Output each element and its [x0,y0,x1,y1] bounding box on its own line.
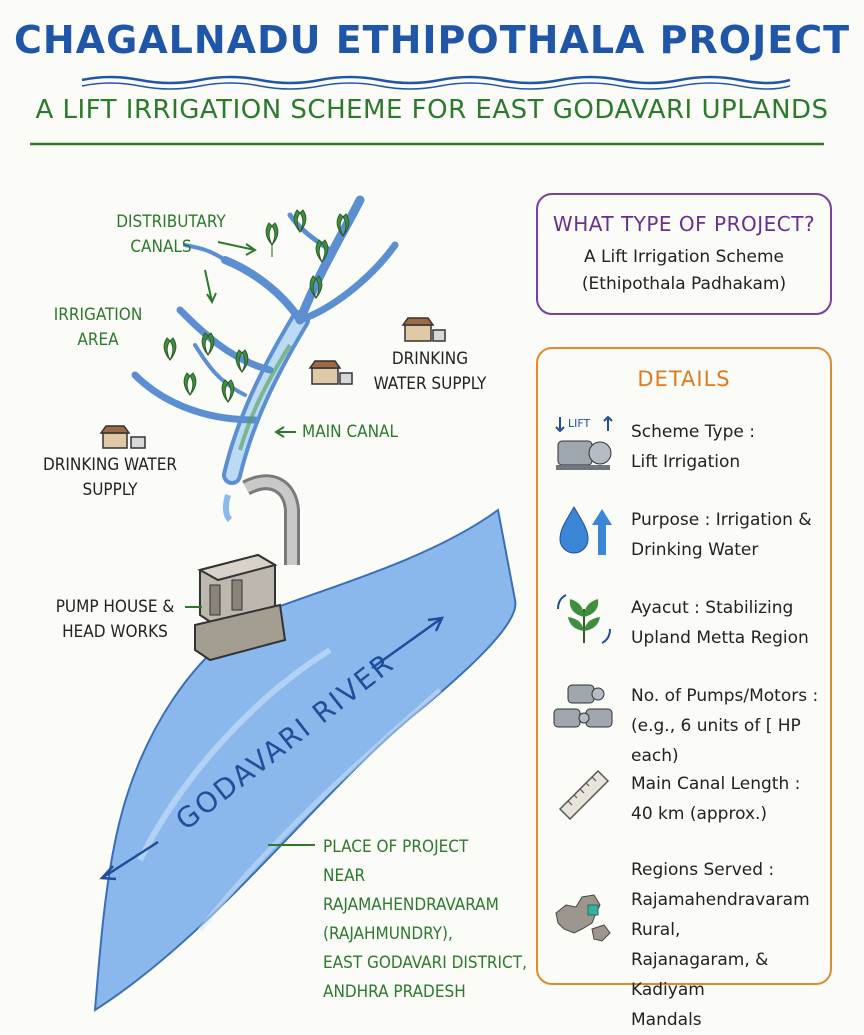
pump-house-line1: PUMP HOUSE & [55,597,175,617]
detail-pumps-line1: No. of Pumps/Motors : [631,686,819,706]
lift-tag: LIFT [568,417,591,430]
place-line4: EAST GODAVARI DISTRICT, [323,953,527,973]
place-line2: NEAR RAJAMAHENDRAVARAM [323,866,499,915]
drinking-left-line1: DRINKING WATER [43,455,177,475]
crop-plants-icon [163,209,350,403]
place-line5: ANDHRA PRADESH [323,982,466,1002]
place-line3: (RAJAHMUNDRY), [323,924,453,944]
irrigation-label-line1: IRRIGATION [53,305,143,325]
detail-scheme-line2: Lift Irrigation [631,452,741,472]
detail-length-line1: Main Canal Length : [631,774,801,794]
drinking-right-line2: WATER SUPPLY [373,374,487,394]
title-wave-underline-2 [81,82,791,90]
distributary-label-line1: DISTRIBUTARY [116,212,226,232]
detail-purpose-line1: Purpose : Irrigation & [631,510,812,530]
irrigation-label-line2: AREA [77,330,119,350]
flow-arrow-icon [371,616,445,670]
drinking-left-line2: SUPPLY [82,480,138,500]
drinking-right-line1: DRINKING [391,349,469,369]
distributary-canals-label: DISTRIBUTARY CANALS [110,210,232,260]
pump-house-label: PUMP HOUSE & HEAD WORKS [50,595,180,645]
motors-icon [553,684,613,728]
house-icon [401,317,446,342]
details-box: DETAILS LIFT Scheme Type : Lift Irrigati… [536,347,832,1030]
place-of-project-label: PLACE OF PROJECT NEAR RAJAMAHENDRAVARAM … [323,833,533,1007]
page-title: CHAGALNADU ETHIPOTHALA PROJECT [13,18,851,62]
project-type-heading: WHAT TYPE OF PROJECT? [552,212,816,236]
ruler-icon [558,769,610,821]
pump-house-line2: HEAD WORKS [62,622,168,642]
main-canal-label: MAIN CANAL [302,422,399,442]
page-subtitle: A LIFT IRRIGATION SCHEME FOR EAST GODAVA… [35,95,829,125]
detail-regions-line4: Mandals [631,1010,702,1030]
lift-pump-icon: LIFT [555,415,613,470]
detail-length-line2: 40 km (approx.) [631,804,768,824]
water-drop-arrow-icon [559,505,612,555]
plant-cycle-icon [557,594,611,644]
project-type-line2: (Ethipothala Padhakam) [581,274,787,294]
detail-scheme-line1: Scheme Type : [631,422,755,442]
map-icon [555,894,611,942]
title-wave-underline [81,75,791,85]
drinking-water-right-label: DRINKING WATER SUPPLY [355,347,505,397]
project-type-text: A Lift Irrigation Scheme (Ethipothala Pa… [538,244,830,298]
details-heading: DETAILS [637,367,731,391]
irrigation-area-label: IRRIGATION AREA [48,303,148,353]
house-icon-2 [308,360,353,385]
drinking-water-left-label: DRINKING WATER SUPPLY [30,453,190,503]
detail-ayacut-line2: Upland Metta Region [631,628,809,648]
place-line1: PLACE OF PROJECT [323,837,469,857]
detail-regions-line2: Rajamahendravaram Rural, [631,890,810,940]
project-type-box: WHAT TYPE OF PROJECT? A Lift Irrigation … [536,193,832,315]
detail-regions-line3: Rajanagaram, & Kadiyam [631,950,769,1000]
distributary-label-line2: CANALS [130,237,192,257]
detail-purpose-line2: Drinking Water [631,540,759,560]
godavari-river [93,508,517,1012]
flow-arrow-icon-2 [99,840,159,881]
detail-regions-line1: Regions Served : [631,860,775,880]
detail-ayacut-line1: Ayacut : Stabilizing [631,598,794,618]
detail-pumps-line2: (e.g., 6 units of [ HP each) [631,716,801,766]
pump-house-icon [194,553,287,662]
project-type-line1: A Lift Irrigation Scheme [584,247,784,267]
house-icon-3 [99,425,146,449]
